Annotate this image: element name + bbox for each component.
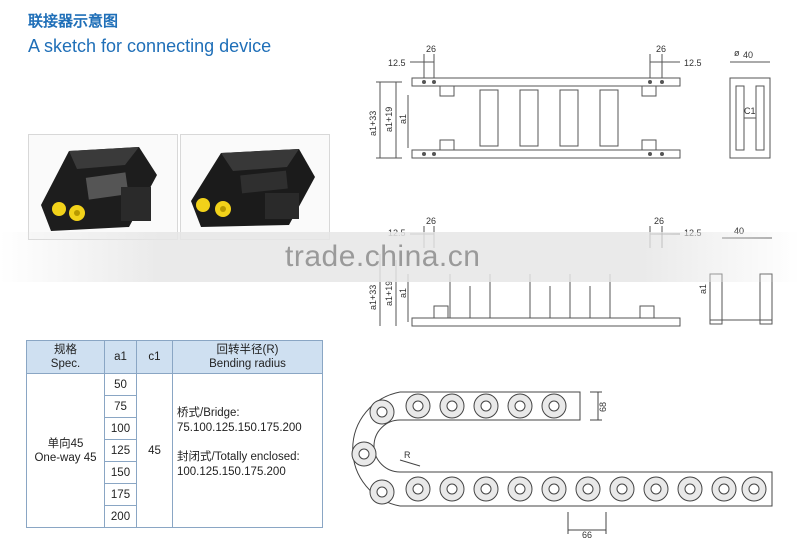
header-a1: a1 bbox=[104, 340, 137, 374]
spec-cn: 单向45 bbox=[47, 437, 84, 450]
cell-a1: 75 bbox=[104, 395, 137, 418]
dim-R: R bbox=[404, 450, 411, 460]
watermark-text: trade.china.cn bbox=[285, 240, 481, 273]
dim-a1-33: a1+33 bbox=[368, 111, 378, 136]
header-spec: 规格 Spec. bbox=[26, 340, 105, 374]
connector-photo-enclosed bbox=[180, 134, 330, 240]
enclosed-label: 封闭式/Totally enclosed: bbox=[177, 451, 300, 463]
header-radius: 回转半径(R) Bending radius bbox=[172, 340, 323, 374]
watermark-band bbox=[0, 232, 800, 282]
dim-phi: ø bbox=[734, 48, 740, 58]
cell-spec: 单向45 One-way 45 bbox=[26, 373, 105, 528]
spec-table: 规格 Spec. a1 c1 回转半径(R) Bending radius 单向… bbox=[26, 340, 323, 528]
drawing-chain-bending: 68 66 R bbox=[351, 391, 773, 540]
dim-right-12-5: 12.5 bbox=[684, 58, 702, 68]
connector-photo-bridge bbox=[28, 134, 178, 240]
mid-dim-right-26: 26 bbox=[654, 216, 664, 226]
mid-dim-40: 40 bbox=[734, 226, 744, 236]
dim-40: 40 bbox=[743, 50, 753, 60]
bridge-label: 桥式/Bridge: bbox=[177, 407, 240, 419]
dim-right-26: 26 bbox=[656, 44, 666, 54]
header-spec-en: Spec. bbox=[50, 358, 81, 370]
cell-a1: 50 bbox=[104, 373, 137, 396]
dim-c1: C1 bbox=[744, 106, 756, 116]
dim-68: 68 bbox=[598, 402, 608, 412]
mid-dim-left-26: 26 bbox=[426, 216, 436, 226]
cell-a1: 200 bbox=[104, 505, 137, 528]
header-radius-en: Bending radius bbox=[209, 358, 286, 370]
header-spec-cn: 规格 bbox=[54, 344, 77, 356]
header-c1: c1 bbox=[136, 340, 173, 374]
dim-66: 66 bbox=[582, 530, 592, 540]
mid-dim-a1-side: a1 bbox=[698, 284, 708, 294]
cell-a1: 125 bbox=[104, 439, 137, 462]
cell-a1: 100 bbox=[104, 417, 137, 440]
dim-a1: a1 bbox=[398, 114, 408, 124]
dim-left-26: 26 bbox=[426, 44, 436, 54]
cell-c1: 45 bbox=[136, 373, 173, 528]
bridge-values: 75.100.125.150.175.200 bbox=[177, 422, 302, 434]
drawing-top-view: 12.5 26 26 12.5 a1+33 a1+19 a1 40 C1 ø bbox=[368, 44, 771, 159]
dim-a1-19: a1+19 bbox=[384, 107, 394, 132]
cell-a1: 150 bbox=[104, 461, 137, 484]
spec-en: One-way 45 bbox=[34, 451, 97, 464]
title-english: A sketch for connecting device bbox=[28, 36, 272, 56]
cell-radius: 桥式/Bridge: 75.100.125.150.175.200 封闭式/To… bbox=[172, 373, 323, 528]
cell-a1: 175 bbox=[104, 483, 137, 506]
mid-dim-a1-19: a1+19 bbox=[384, 281, 394, 306]
header-radius-cn: 回转半径(R) bbox=[216, 344, 279, 356]
title-chinese: 联接器示意图 bbox=[28, 13, 119, 30]
dim-left-12-5: 12.5 bbox=[388, 58, 406, 68]
mid-dim-a1: a1 bbox=[398, 288, 408, 298]
mid-dim-a1-33: a1+33 bbox=[368, 285, 378, 310]
enclosed-values: 100.125.150.175.200 bbox=[177, 466, 286, 478]
